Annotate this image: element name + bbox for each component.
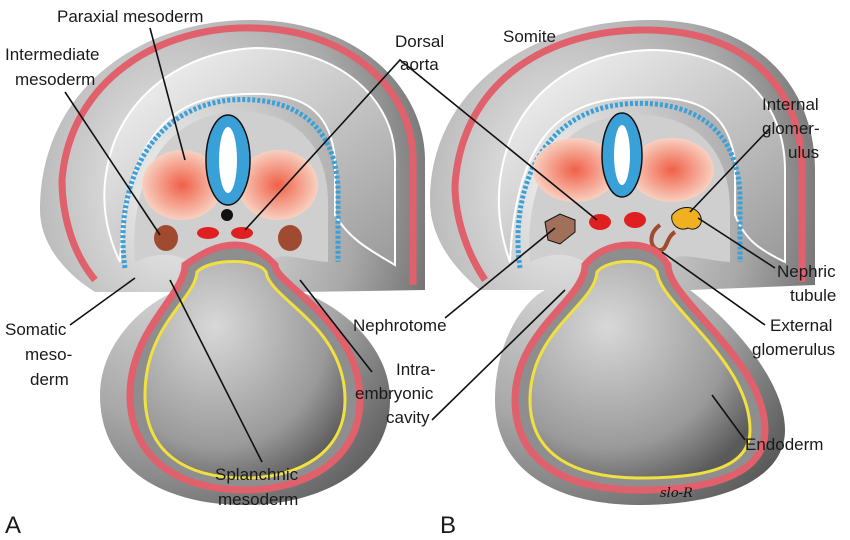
label-external-1: External xyxy=(770,316,832,335)
label-splanchnic-1: Splanchnic xyxy=(215,465,299,484)
label-intra-2: embryonic xyxy=(355,384,434,403)
embryo-b-ectoderm xyxy=(451,26,806,282)
label-endoderm: Endoderm xyxy=(745,435,823,454)
label-internal-3: ulus xyxy=(788,143,819,162)
artist-signature: slo-R xyxy=(660,486,693,501)
paraxial-mesoderm-right xyxy=(238,150,318,220)
leader-intermediate xyxy=(64,91,161,236)
label-somatic-2: meso- xyxy=(25,345,72,364)
leader-endoderm xyxy=(711,394,746,441)
label-internal-2: glomer- xyxy=(762,119,820,138)
embryo-b-surface-ectoderm xyxy=(515,100,743,269)
label-intra-1: Intra- xyxy=(396,360,436,379)
label-intra-3: cavity xyxy=(386,408,430,427)
leader-intra-b xyxy=(431,289,566,421)
leader-external-glomerulus xyxy=(661,251,766,326)
leader-paraxial xyxy=(149,27,186,161)
dorsal-aorta-right xyxy=(231,227,253,239)
dorsal-aorta-b-right xyxy=(624,212,646,228)
neural-canal xyxy=(219,127,237,193)
embryo-a-ectoderm xyxy=(58,24,417,285)
leader-intra-a xyxy=(299,279,373,373)
label-paraxial-mesoderm: Paraxial mesoderm xyxy=(57,7,203,26)
internal-glomerulus-b xyxy=(671,207,702,230)
embryo-a-endoderm xyxy=(143,260,347,480)
neural-canal-b xyxy=(614,125,630,185)
label-somatic-3: derm xyxy=(30,370,69,389)
embryo-a xyxy=(40,20,425,505)
paraxial-mesoderm-left xyxy=(142,150,222,220)
leader-somatic xyxy=(69,277,136,326)
label-intermediate-1: Intermediate xyxy=(5,45,100,64)
label-intermediate-2: mesoderm xyxy=(15,70,95,89)
somite-right xyxy=(630,138,714,202)
leader-nephrotome xyxy=(444,227,556,319)
leader-nephric-tubule xyxy=(697,217,776,269)
panel-label-b: B xyxy=(440,512,456,539)
label-external-2: glomerulus xyxy=(752,340,835,359)
label-internal-1: Internal xyxy=(762,95,819,114)
label-somite: Somite xyxy=(503,27,556,46)
nephrotome-b xyxy=(544,213,576,245)
embryo-a-amniotic-cavity xyxy=(103,46,396,267)
dorsal-aorta-left xyxy=(197,227,219,239)
label-dorsal-1: Dorsal xyxy=(395,32,444,51)
leader-lines xyxy=(64,27,776,463)
label-nephric-1: Nephric xyxy=(777,262,836,281)
embryo-b xyxy=(430,20,815,505)
panel-label-a: A xyxy=(5,512,21,539)
label-nephrotome: Nephrotome xyxy=(353,316,447,335)
leader-internal-glomerulus xyxy=(689,127,771,213)
intermediate-mesoderm-left xyxy=(154,225,178,251)
leader-splanchnic xyxy=(169,279,263,463)
embryo-b-amniotic-cavity xyxy=(497,48,786,264)
notochord xyxy=(221,209,233,221)
leader-dorsal-aorta xyxy=(244,58,598,231)
label-somatic-1: Somatic xyxy=(5,320,67,339)
embryo-b-endoderm xyxy=(528,260,752,480)
label-splanchnic-2: mesoderm xyxy=(218,490,298,509)
labels: Paraxial mesoderm Intermediate mesoderm … xyxy=(5,7,836,539)
label-dorsal-2: aorta xyxy=(400,55,439,74)
label-nephric-2: tubule xyxy=(790,286,836,305)
embryo-a-surface-ectoderm xyxy=(120,97,341,269)
intermediate-mesoderm-right xyxy=(278,225,302,251)
